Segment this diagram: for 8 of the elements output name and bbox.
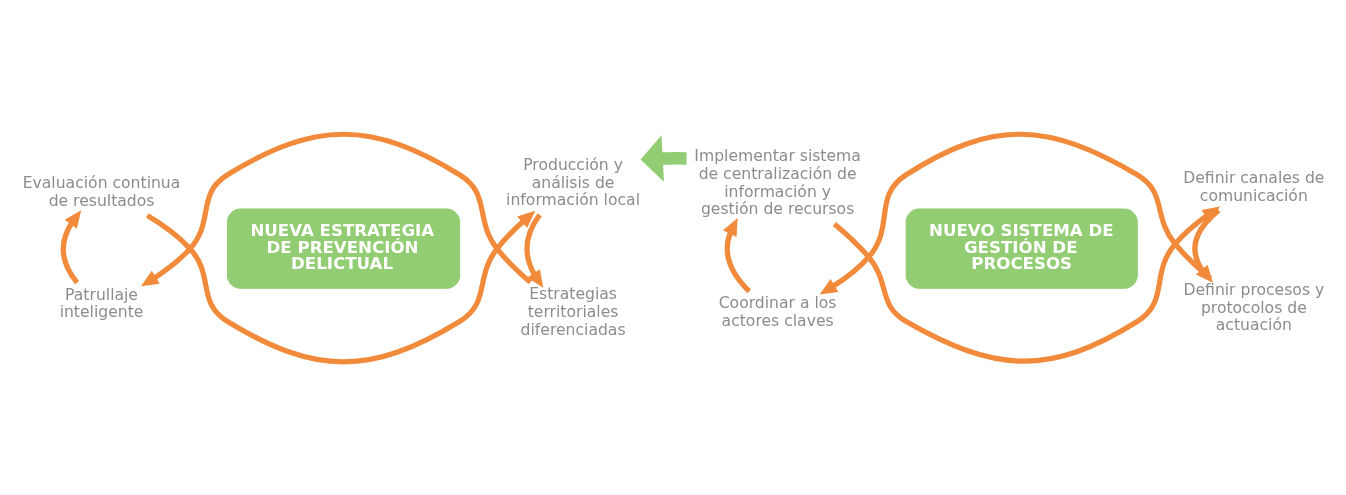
node-text: Definir canales de comunicación — [1183, 168, 1325, 205]
node-text: Coordinar a los actores claves — [718, 293, 837, 330]
node-text: Estrategias territoriales diferenciadas — [520, 284, 626, 339]
node-text: Patrullaje inteligente — [59, 285, 144, 321]
node-text: Definir procesos y protocolos de actuación — [1183, 280, 1325, 334]
node-text: Implementar sistema de centralización de información y gestión de recursos — [694, 146, 861, 218]
node-text: Evaluación continua de resultados — [22, 173, 181, 210]
node-text: Producción y análisis de información local — [506, 155, 641, 209]
